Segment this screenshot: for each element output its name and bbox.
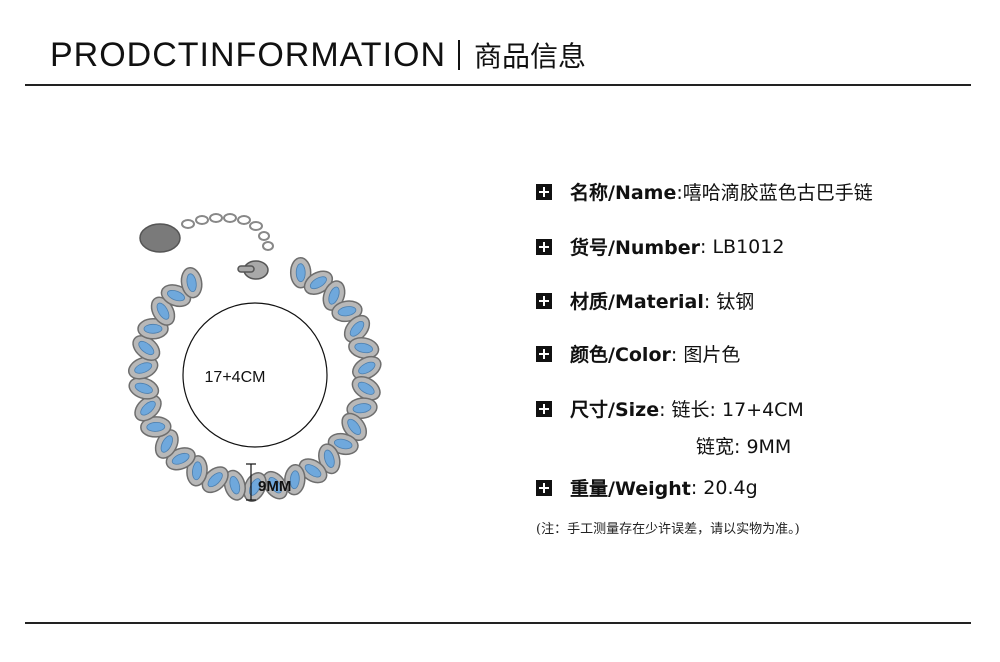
chain-link [150, 296, 176, 326]
width-indicator [246, 463, 256, 501]
plus-icon [536, 238, 552, 255]
chain-links [128, 256, 382, 502]
header-title-cn: 商品信息 [474, 40, 587, 73]
spec-row-number: 货号/Number : LB1012 [536, 233, 784, 260]
spec-value: : 20.4g [690, 476, 758, 499]
chain-link [165, 447, 196, 471]
extension-chain [181, 213, 274, 251]
chain-link [352, 355, 382, 381]
header-separator [458, 40, 461, 70]
spec-row-color: 颜色/Color : 图片色 [536, 340, 740, 367]
page-header: PRODCTINFORMATION 商品信息 [50, 34, 586, 76]
spec-value: : LB1012 [700, 235, 785, 258]
chain-link [128, 356, 159, 380]
plus-icon [536, 345, 552, 362]
width-label: 9MM [258, 478, 291, 495]
chain-link [341, 412, 368, 442]
spec-value: :嘻哈滴胶蓝色古巴手链 [676, 182, 873, 204]
chain-link [180, 267, 203, 299]
chain-link [303, 270, 334, 295]
chain-link [134, 394, 162, 422]
spec-size-width: 链宽: 9MM [696, 436, 792, 458]
spec-value: : 链长: 17+4CM [659, 399, 804, 421]
chain-link [331, 300, 363, 323]
chain-link [343, 314, 371, 343]
chain-link [140, 416, 172, 438]
spec-label: 材质/Material [570, 291, 704, 313]
spec-value: : 图片色 [670, 344, 741, 366]
plus-icon [536, 292, 552, 309]
chain-link [298, 458, 328, 484]
chain-link [348, 337, 380, 359]
plus-icon [536, 183, 552, 200]
spec-label: 颜色/Color [570, 344, 671, 366]
plus-icon [536, 400, 552, 417]
chain-link [318, 443, 341, 475]
header-title-en: PRODCTINFORMATION [50, 35, 447, 74]
chain-link [289, 256, 312, 289]
chain-link [132, 335, 161, 361]
chain-link [351, 375, 381, 401]
lobster-clasp [237, 260, 269, 280]
spec-row-weight: 重量/Weight : 20.4g [536, 474, 758, 501]
bottom-divider [25, 622, 971, 624]
spec-label: 名称/Name [570, 182, 677, 204]
measurement-note: (注：手工测量存在少许误差，请以实物为准。) [536, 522, 800, 537]
spec-value: : 钛钢 [703, 291, 755, 313]
spec-label: 尺寸/Size [570, 399, 660, 421]
chain-link [128, 376, 160, 400]
product-image: 17+4CM 9MM [110, 200, 440, 530]
chain-link [154, 429, 179, 459]
bracelet-illustration: 17+4CM 9MM [128, 213, 382, 502]
spec-label: 重量/Weight [570, 478, 691, 500]
size-label: 17+4CM [205, 369, 266, 386]
size-circle [182, 302, 328, 448]
chain-link [346, 397, 378, 420]
plus-icon [536, 479, 552, 496]
chain-link [223, 469, 246, 501]
spec-row-material: 材质/Material : 钛钢 [536, 287, 754, 314]
bracelet-tag [139, 223, 181, 253]
chain-link [284, 463, 306, 496]
spec-label: 货号/Number [570, 237, 701, 259]
spec-row-name: 名称/Name :嘻哈滴胶蓝色古巴手链 [536, 178, 873, 205]
chain-link [262, 470, 288, 500]
chain-link [201, 466, 229, 494]
spec-row-size: 尺寸/Size : 链长: 17+4CM [536, 395, 804, 422]
top-divider [25, 84, 971, 86]
